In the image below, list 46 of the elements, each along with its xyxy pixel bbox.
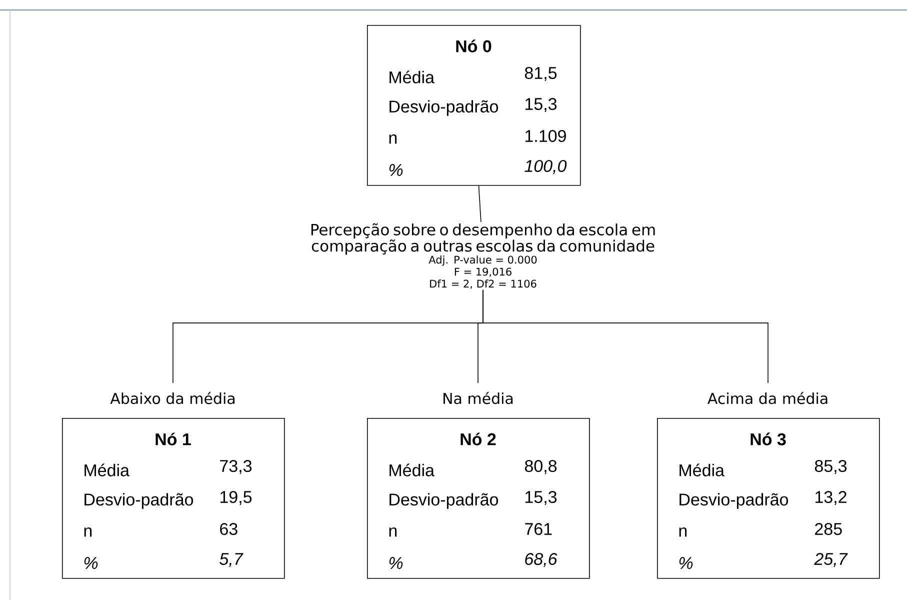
stat-value: 63 bbox=[220, 522, 238, 536]
stat-value: 81,5 bbox=[524, 66, 557, 82]
stat-label: % bbox=[389, 557, 403, 569]
stat-label: Desvio-padrão bbox=[680, 493, 788, 509]
node-title: Nó 2 bbox=[460, 432, 496, 446]
stat-value: 15,3 bbox=[526, 490, 557, 506]
stats-box bbox=[657, 418, 880, 579]
connector-line bbox=[482, 290, 768, 384]
stat-label: Desvio-padrão bbox=[390, 100, 498, 116]
stat-label: n bbox=[84, 527, 92, 537]
stat-label: Média bbox=[390, 464, 434, 476]
stat-value: 15,3 bbox=[526, 98, 557, 112]
split-description: Percepção sobre o desempenho da escola em comparação a outras escolas da comunidade Adj. P-value = 0.000 F = 19,016 Df1 = 2, Df2 = 1106 bbox=[311, 223, 655, 289]
stat-value: 85,3 bbox=[814, 460, 847, 474]
stat-value: 19,5 bbox=[220, 490, 252, 506]
stat-value: 100,0 bbox=[524, 160, 567, 174]
stat-label: n bbox=[389, 134, 397, 144]
stat-label: % bbox=[679, 557, 693, 569]
stat-value: 13,2 bbox=[816, 490, 846, 506]
stat-label: Média bbox=[84, 464, 130, 476]
stat-label: Desvio-padrão bbox=[84, 493, 194, 509]
stats-box bbox=[62, 418, 285, 579]
stat-label: n bbox=[389, 527, 397, 537]
stat-value: 285 bbox=[815, 522, 842, 536]
edge-label: Na média bbox=[444, 392, 513, 404]
stats-box bbox=[367, 418, 590, 579]
stat-value: 68,6 bbox=[525, 552, 558, 568]
stat-label: % bbox=[84, 557, 98, 569]
stat-label: Média bbox=[390, 70, 434, 84]
stat-value: 1.109 bbox=[526, 130, 566, 142]
node-title: Nó 0 bbox=[456, 40, 492, 52]
edge-label: Acima da média bbox=[708, 392, 828, 404]
stat-value: 25,7 bbox=[814, 552, 848, 568]
stat-label: Desvio-padrão bbox=[390, 493, 498, 509]
stat-value: 5,7 bbox=[220, 553, 244, 567]
stat-value: 761 bbox=[525, 522, 552, 536]
stat-value: 73,3 bbox=[220, 460, 252, 474]
connector-line bbox=[478, 185, 482, 222]
stat-label: % bbox=[389, 164, 403, 176]
stat-value: 80,8 bbox=[524, 460, 557, 474]
stat-label: n bbox=[679, 527, 687, 537]
node-title: Nó 3 bbox=[750, 432, 786, 446]
stats-box bbox=[367, 25, 581, 186]
stat-label: Média bbox=[680, 464, 724, 476]
edge-label: Abaixo da média bbox=[110, 392, 234, 404]
node-title: Nó 1 bbox=[156, 432, 191, 446]
